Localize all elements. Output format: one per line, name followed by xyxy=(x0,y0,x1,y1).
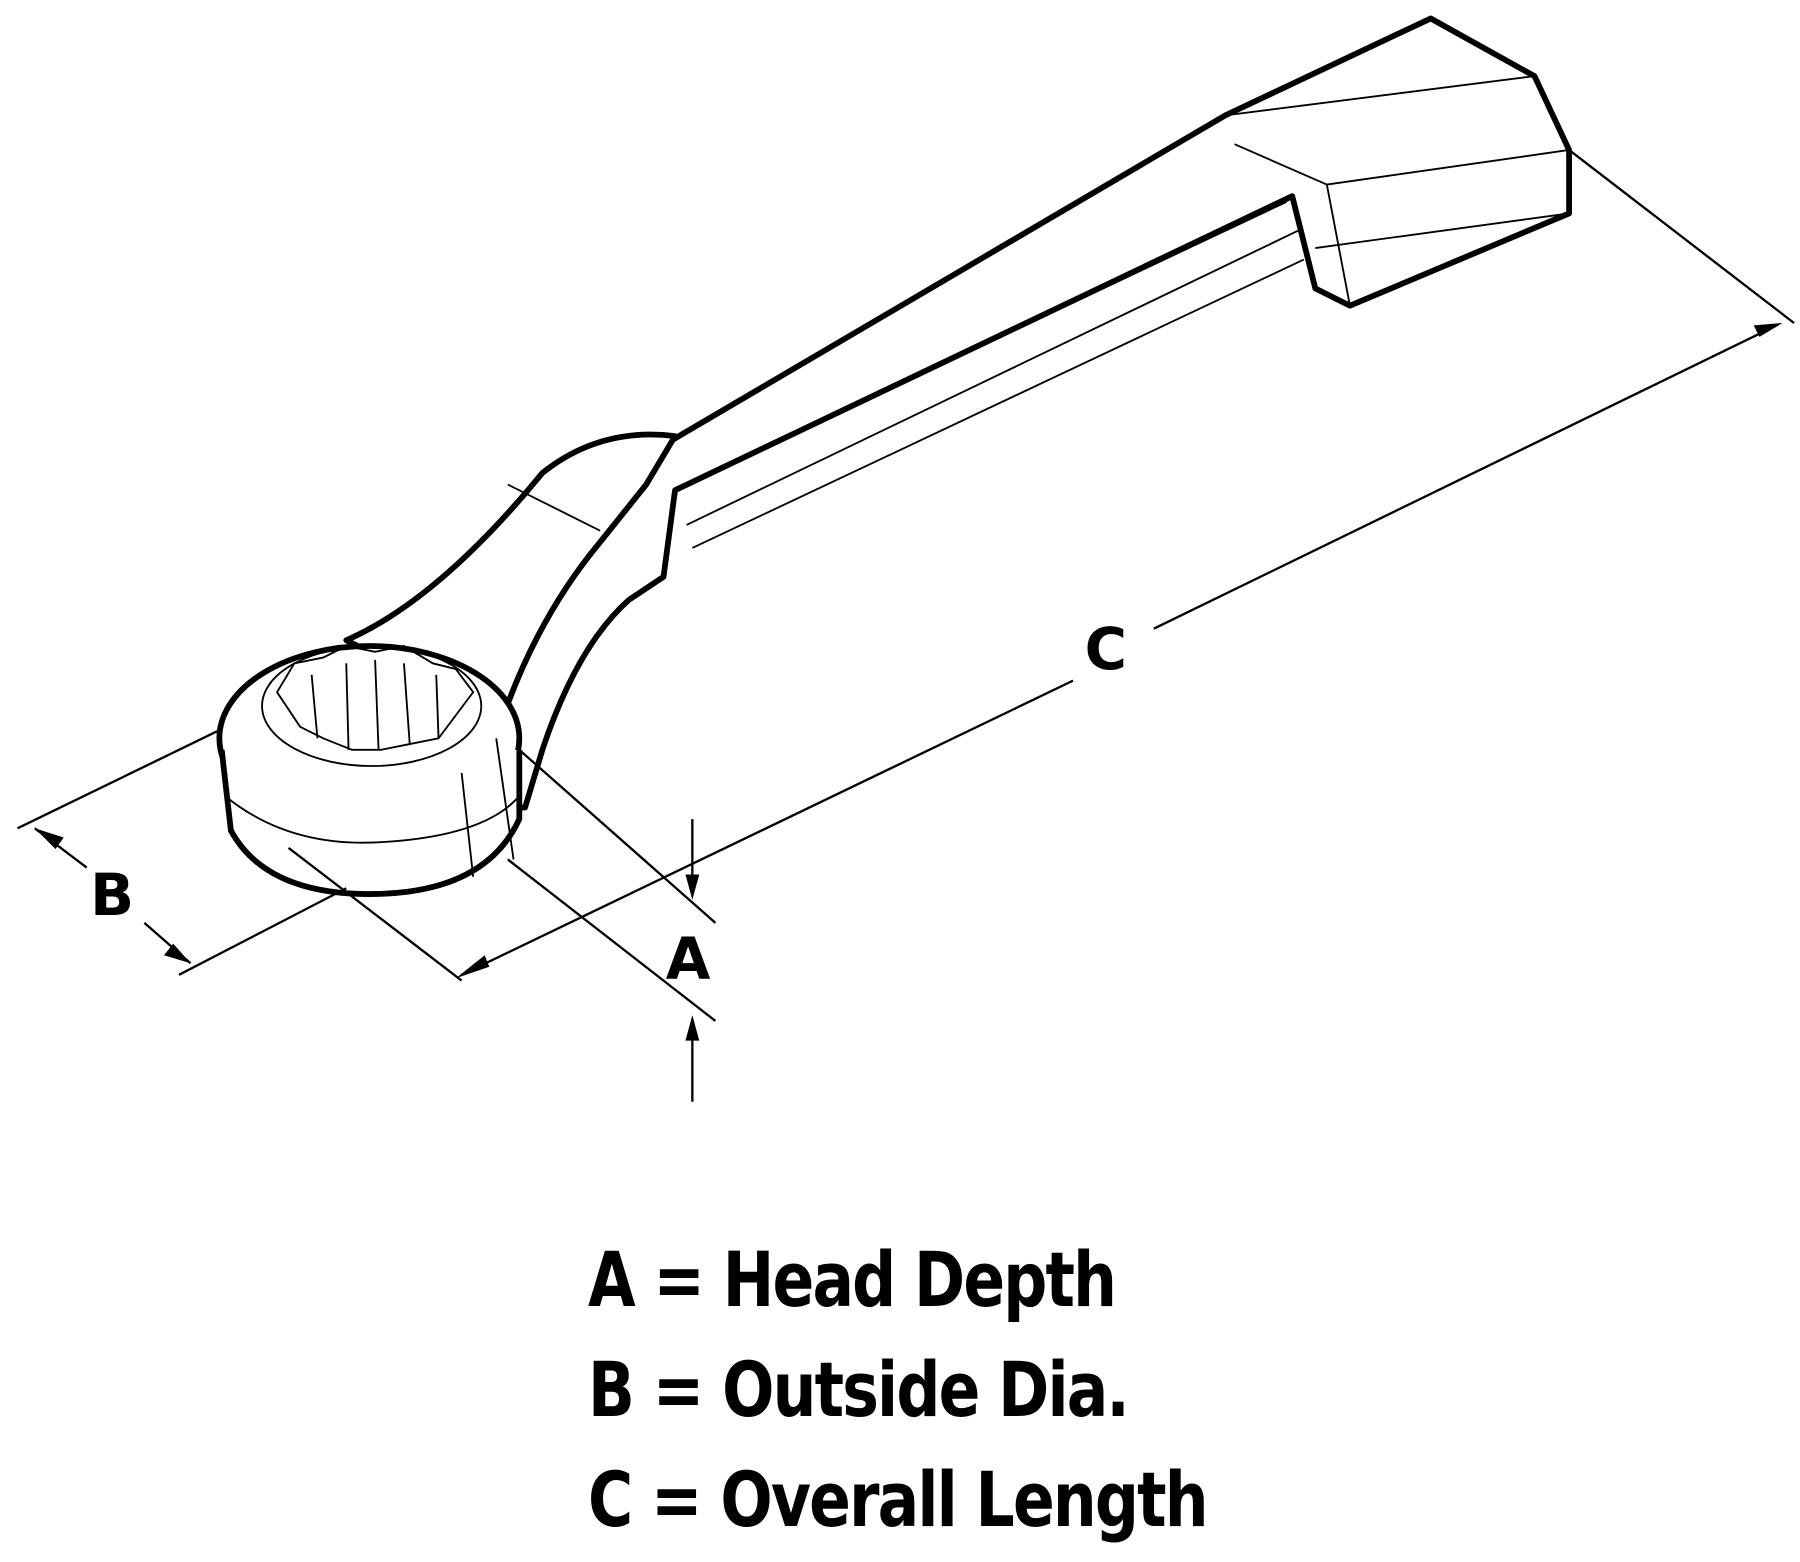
dimension-lines: C B A xyxy=(16,149,1795,1102)
label-c: C xyxy=(1085,615,1127,683)
dimension-b xyxy=(16,728,463,982)
legend-head-depth: A = Head Depth xyxy=(588,1235,1117,1324)
dimension-a xyxy=(518,748,717,1102)
legend-outside-dia: B = Outside Dia. xyxy=(588,1345,1130,1434)
wrench-body xyxy=(216,15,1572,897)
dimension-legend: A = Head Depth B = Outside Dia. C = Over… xyxy=(588,1225,1276,1555)
label-b: B xyxy=(90,861,134,929)
legend-overall-length: C = Overall Length xyxy=(588,1455,1209,1544)
dimension-c xyxy=(455,149,1795,1022)
label-a: A xyxy=(666,924,711,992)
